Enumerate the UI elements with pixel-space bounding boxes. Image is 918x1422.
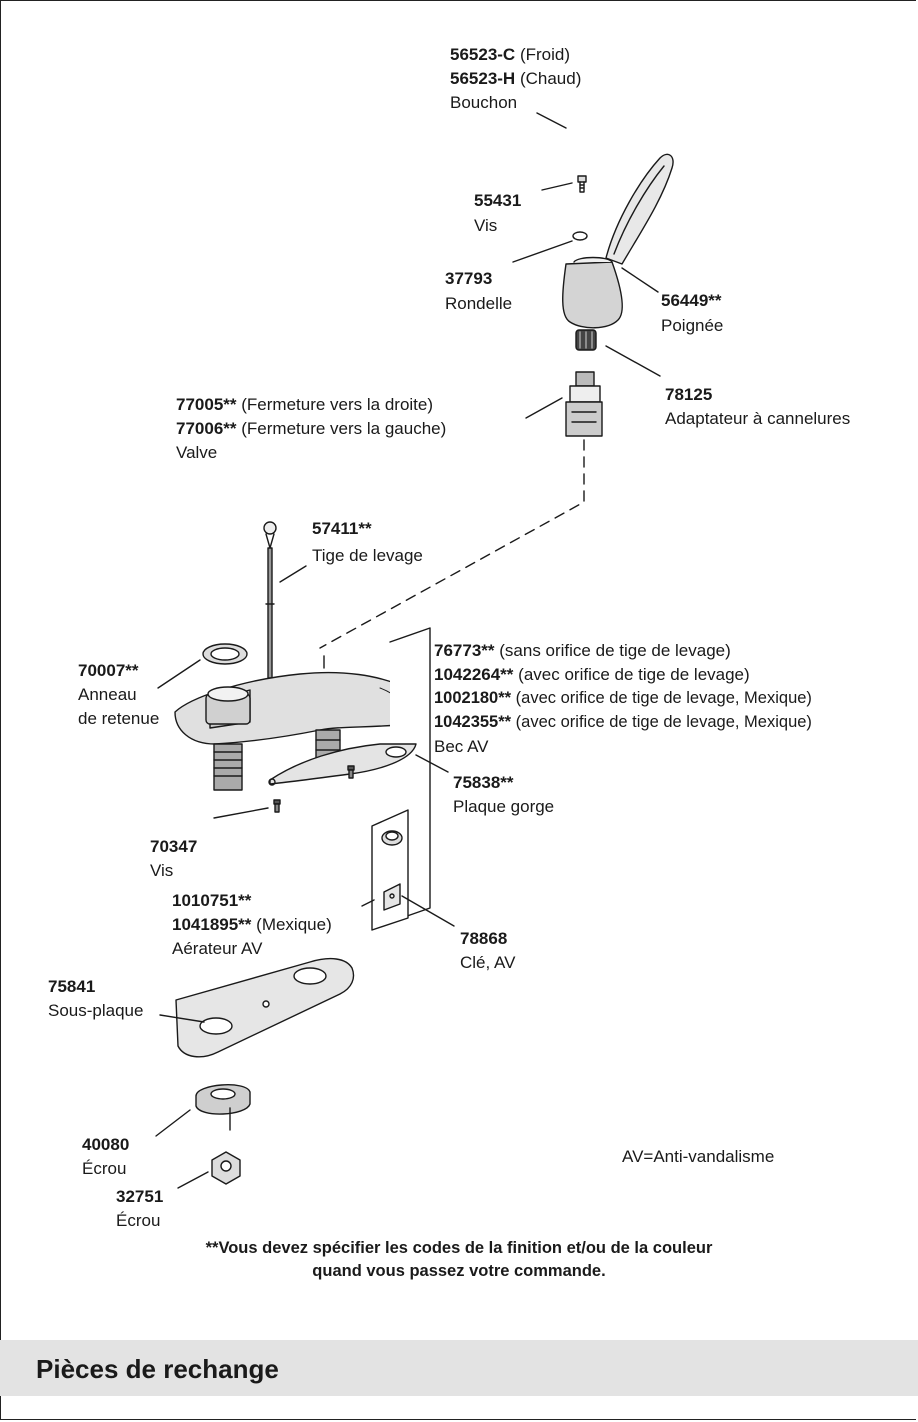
part-code-anneau: 70007** (78, 661, 139, 680)
part-label-aerateur-2: 1041895** (Mexique) (172, 915, 332, 934)
part-name-adaptateur: Adaptateur à cannelures (665, 409, 851, 428)
order-note-line-2: quand vous passez votre commande. (312, 1262, 606, 1280)
part-name-ecrou-1: Écrou (82, 1159, 127, 1178)
part-name-bec: Bec AV (434, 737, 489, 756)
leader-line (157, 659, 201, 689)
adapter-part-drawing (575, 329, 597, 351)
valve-part-drawing (565, 371, 603, 437)
part-code-cle: 78868 (460, 929, 508, 948)
part-label-bec-1: 76773** (sans orifice de tige de levage) (434, 641, 731, 660)
part-code-aerateur-1: 1010751** (172, 891, 252, 910)
leader-line (512, 240, 573, 263)
throat-plate-part-drawing (268, 743, 417, 786)
lift-rod-part-drawing (263, 521, 277, 679)
part-code-vis: 55431 (474, 191, 522, 210)
part-name-rondelle: Rondelle (445, 294, 513, 313)
baseplate-part-drawing (175, 957, 355, 1058)
part-name-plaque-gorge: Plaque gorge (453, 797, 555, 816)
section-title: Pièces de rechange (36, 1354, 279, 1384)
part-label-valve-2: 77006** (Fermeture vers la gauche) (176, 419, 447, 438)
part-label-valve-1: 77005** (Fermeture vers la droite) (176, 395, 434, 414)
leader-line (159, 1014, 205, 1023)
part-label-bec-4: 1042355** (avec orifice de tige de levag… (434, 713, 812, 731)
section-header-bar: Pièces de rechange (0, 1340, 918, 1396)
part-code-vis-2: 70347 (150, 837, 198, 856)
leader-line (361, 899, 375, 907)
leader-line (213, 807, 269, 819)
part-name-sous-plaque: Sous-plaque (48, 1001, 144, 1020)
leader-line (415, 754, 449, 773)
part-name-vis: Vis (474, 216, 498, 235)
part-name-bouchon: Bouchon (450, 93, 518, 112)
aerator-key-panel-drawing (371, 809, 409, 931)
screw-part-drawing (577, 175, 587, 193)
part-code-sous-plaque: 75841 (48, 977, 96, 996)
assembly-dashed-line (319, 439, 585, 649)
leader-line (621, 267, 659, 293)
part-name-valve: Valve (176, 443, 218, 462)
part-code-ecrou-1: 40080 (82, 1135, 130, 1154)
legend-anti-vandalisme: AV=Anti-vandalisme (622, 1147, 775, 1166)
mounting-nut-part-drawing (195, 1084, 251, 1131)
leader-line (605, 345, 661, 377)
leader-line (177, 1171, 209, 1189)
washer-part-drawing (572, 231, 588, 241)
part-name-anneau-2: de retenue (78, 709, 160, 728)
screw-part-drawing (347, 765, 355, 779)
part-name-aerateur: Aérateur AV (172, 939, 263, 958)
part-label-bec-2: 1042264** (avec orifice de tige de levag… (434, 665, 750, 684)
exploded-parts-diagram (155, 112, 674, 1189)
part-label-bouchon-h: 56523-H (Chaud) (450, 69, 582, 88)
part-name-ecrou-2: Écrou (116, 1211, 161, 1230)
leader-line (541, 182, 573, 191)
part-code-adaptateur: 78125 (665, 385, 713, 404)
part-code-ecrou-2: 32751 (116, 1187, 164, 1206)
order-note-line-1: **Vous devez spécifier les codes de la f… (205, 1239, 713, 1257)
part-label-bouchon-c: 56523-C (Froid) (450, 45, 571, 64)
part-name-anneau-1: Anneau (78, 685, 137, 704)
leader-line (155, 1109, 191, 1137)
part-code-rondelle: 37793 (445, 269, 493, 288)
part-name-poignee: Poignée (661, 316, 724, 335)
leader-line (525, 397, 563, 419)
leader-line (536, 112, 567, 129)
part-name-tige: Tige de levage (312, 546, 423, 565)
handle-part-drawing (562, 153, 674, 329)
part-code-plaque-gorge: 75838** (453, 773, 514, 792)
part-code-poignee: 56449** (661, 291, 722, 310)
leader-line (401, 895, 455, 927)
part-name-cle: Clé, AV (460, 953, 516, 972)
leader-line (279, 565, 307, 583)
part-name-vis-2: Vis (150, 861, 174, 880)
part-label-bec-3: 1002180** (avec orifice de tige de levag… (434, 689, 812, 707)
part-code-tige: 57411** (312, 519, 372, 538)
hex-nut-part-drawing (211, 1151, 241, 1185)
screw-part-drawing (273, 799, 281, 813)
retaining-ring-part-drawing (202, 643, 248, 665)
